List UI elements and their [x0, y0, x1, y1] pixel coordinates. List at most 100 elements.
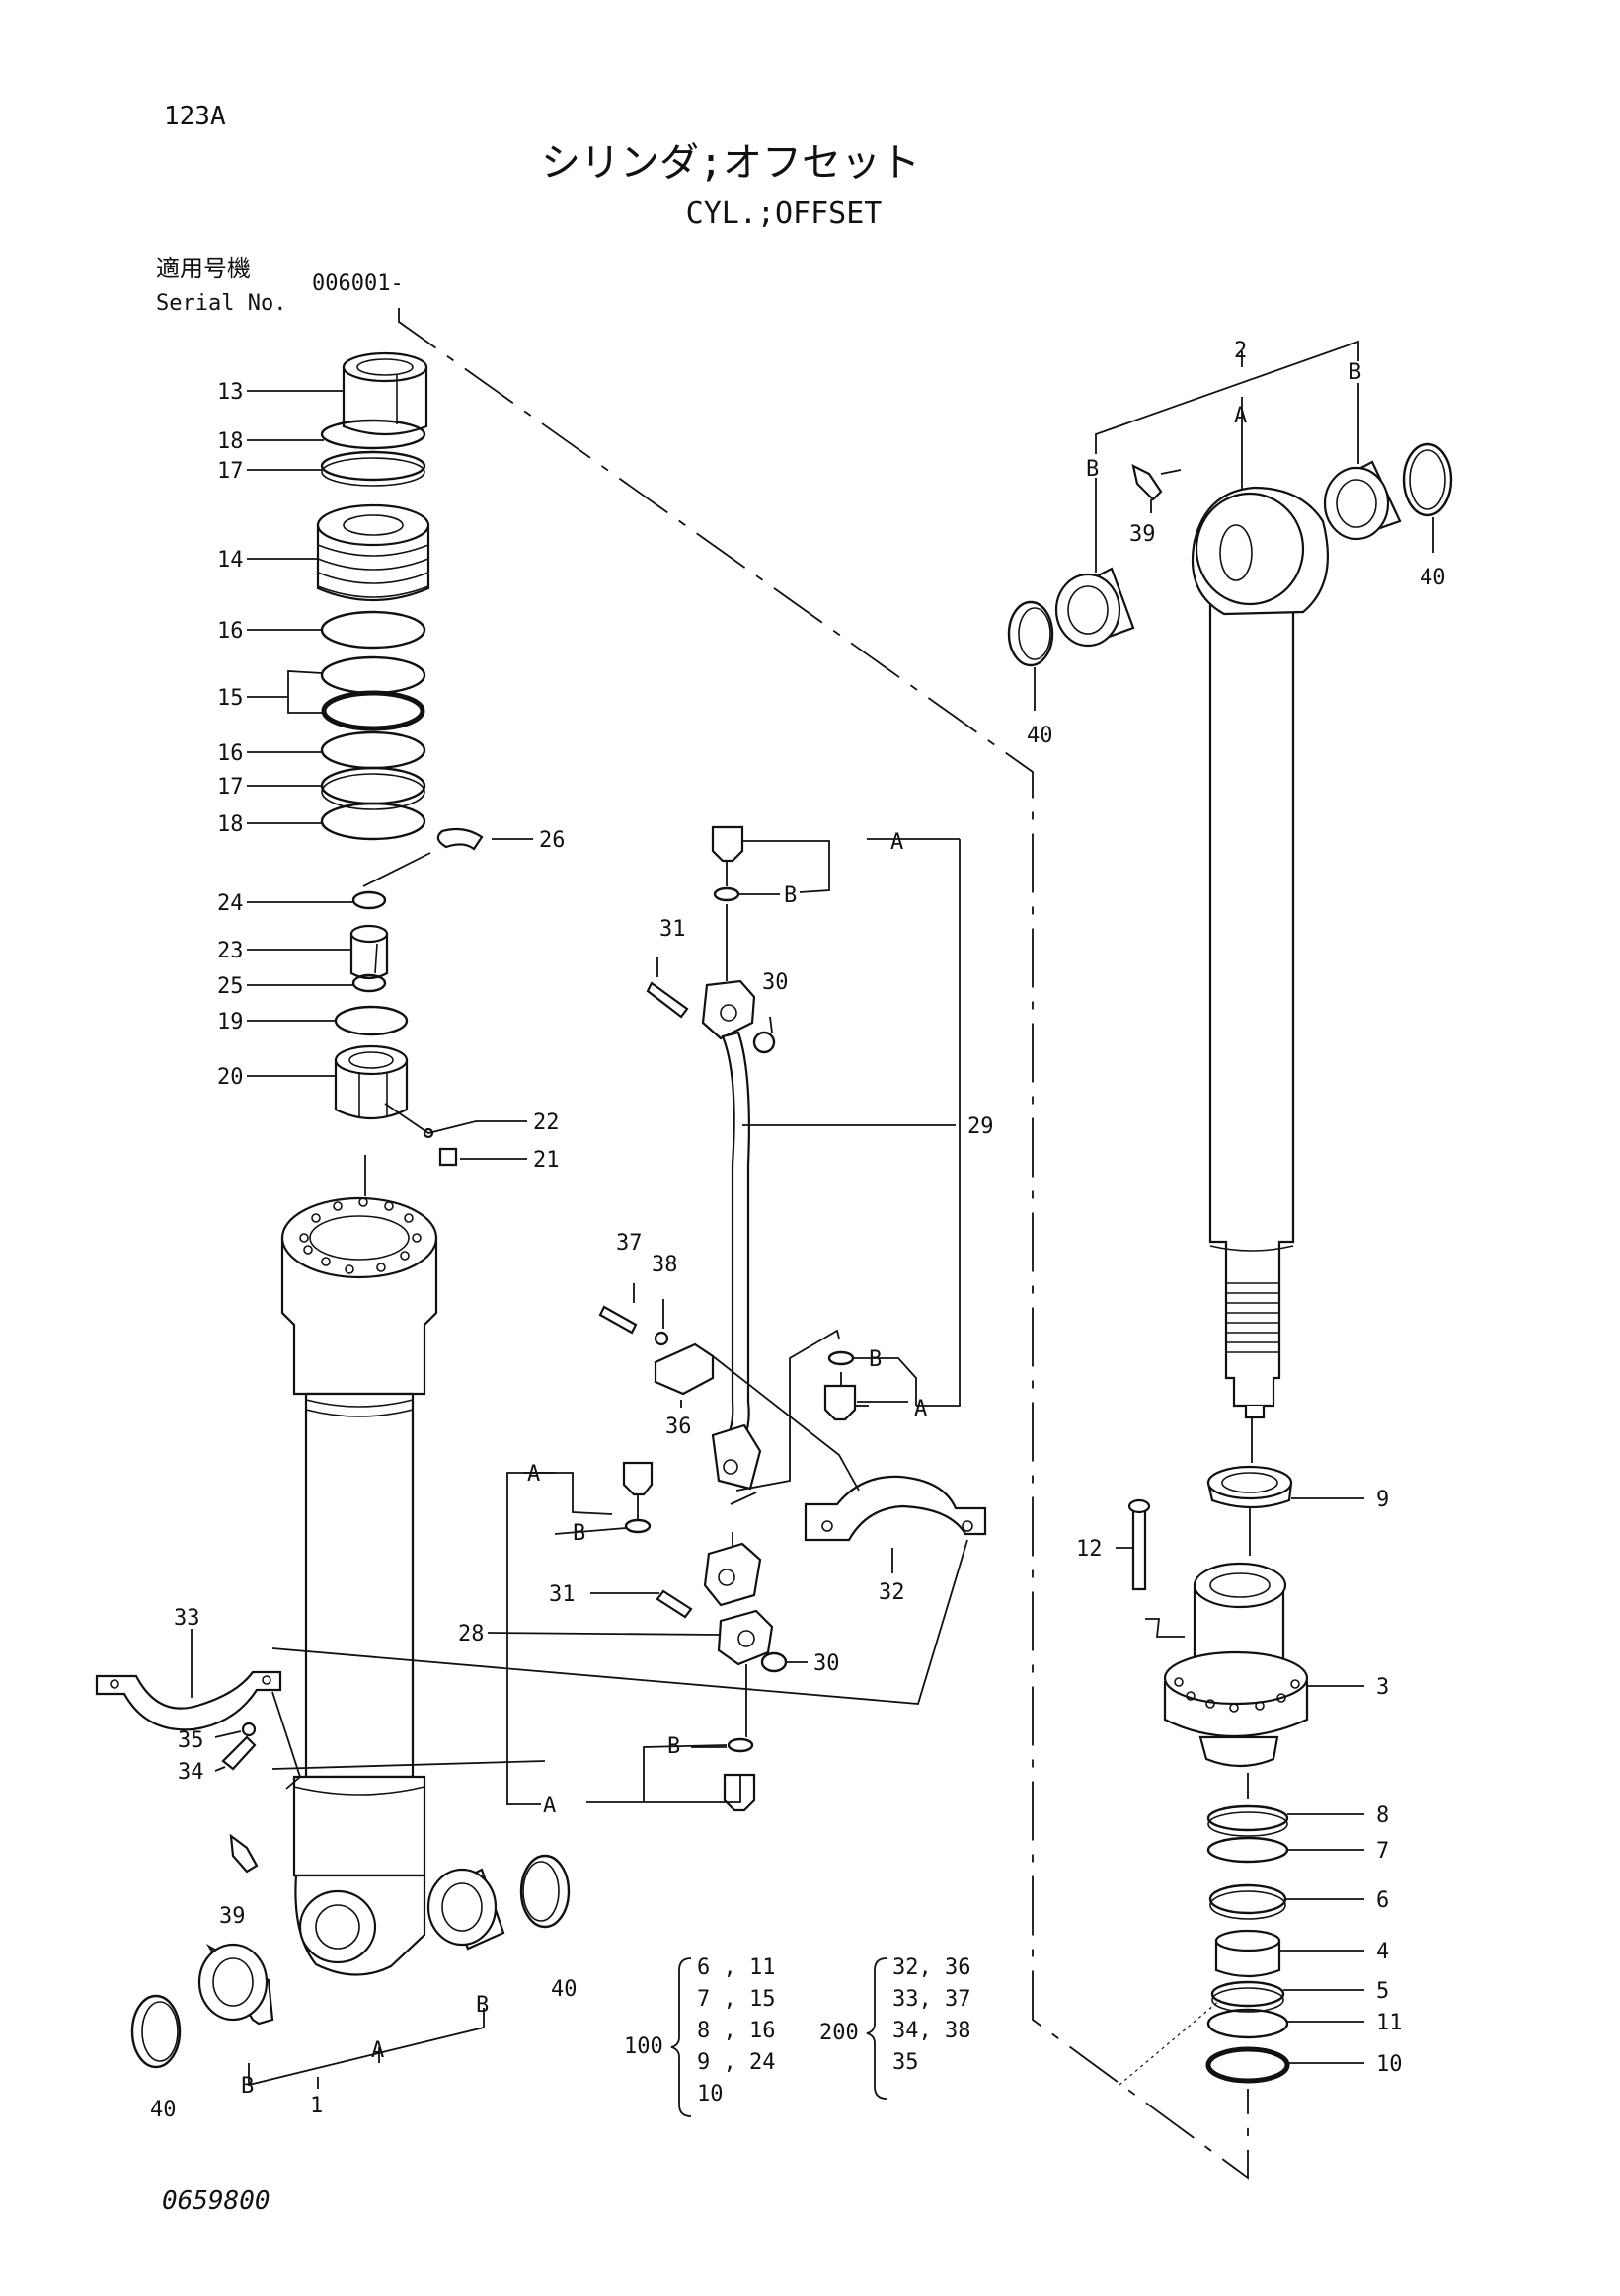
callout-24: 24: [217, 891, 244, 916]
part-13-bushing: [342, 351, 428, 436]
callout-5: 5: [1376, 1979, 1389, 2004]
part-17-ring: [320, 450, 426, 482]
part-6-ring: [1208, 1883, 1287, 1915]
part-15-ring-a: [320, 655, 426, 695]
part-7-ring: [1206, 1836, 1289, 1864]
callout-40-lower-left: 40: [150, 2098, 177, 2122]
kit-100-label: 100: [624, 2034, 663, 2059]
part-8-ring: [1206, 1804, 1289, 1832]
part-10-oring: [1205, 2046, 1290, 2084]
part-24-ring: [351, 890, 387, 910]
kit-100-line-5: 10: [697, 2082, 724, 2106]
part-bushing-rod-left: [1054, 567, 1135, 648]
callout-9: 9: [1376, 1488, 1389, 1512]
leader-lines: [191, 308, 1434, 2180]
callout-30-upper: 30: [762, 970, 789, 995]
part-37-bolt: [598, 1305, 638, 1335]
title-english: CYL.;OFFSET: [686, 196, 883, 231]
callout-8: 8: [1376, 1803, 1389, 1828]
letter-a-tube: A: [371, 2038, 384, 2063]
callout-15: 15: [217, 686, 244, 711]
part-4-bushing: [1214, 1929, 1281, 1978]
callout-17: 17: [217, 459, 244, 484]
part-25-ring: [351, 973, 387, 993]
letter-a-pipe-right: A: [914, 1397, 927, 1421]
callout-12: 12: [1076, 1537, 1103, 1562]
callout-40-lower-right: 40: [551, 1977, 578, 2002]
part-19-ring: [334, 1005, 409, 1036]
callout-30-lower: 30: [813, 1651, 840, 1676]
part-oring-right: [827, 1350, 855, 1366]
part-30-oring-upper: [752, 1031, 776, 1054]
kit-200-label: 200: [819, 2021, 859, 2045]
callout-16: 16: [217, 619, 244, 644]
letter-a-pipe-mid: A: [527, 1462, 540, 1487]
kit-100-line-1: 6 , 11: [697, 1955, 775, 1980]
callout-19: 19: [217, 1010, 244, 1034]
part-5-ring: [1210, 1980, 1285, 2008]
callout-40-upper-right: 40: [1420, 566, 1446, 590]
callout-39-lower: 39: [219, 1904, 246, 1929]
part-tee-fitting: [703, 1542, 762, 1607]
part-11-ring: [1206, 2008, 1289, 2039]
part-31-bolt-upper: [646, 981, 689, 1019]
callout-25: 25: [217, 974, 244, 999]
callout-14: 14: [217, 548, 244, 573]
callout-11: 11: [1376, 2011, 1403, 2035]
part-bushing-right: [426, 1868, 505, 1951]
part-28-flange: [717, 1609, 774, 1666]
part-plug-mid: [622, 1461, 654, 1496]
part-plug-bottom: [723, 1773, 756, 1812]
letter-a-pipe-top: A: [890, 830, 903, 855]
callout-10: 10: [1376, 2052, 1403, 2077]
callout-17-lower: 17: [217, 775, 244, 800]
part-14-piston: [316, 503, 430, 602]
part-30-oring-lower: [760, 1651, 788, 1673]
part-35-washer: [241, 1722, 257, 1737]
callout-7: 7: [1376, 1839, 1389, 1864]
part-2-piston-rod: [1191, 486, 1329, 1408]
kit-200-line-1: 32, 36: [892, 1955, 970, 1980]
part-18-ring-lower: [320, 802, 426, 841]
callout-31-lower: 31: [549, 1582, 576, 1607]
part-12-bolt: [1127, 1498, 1151, 1591]
callout-29: 29: [967, 1114, 994, 1139]
left-parts-stack: [95, 351, 571, 2069]
kit-100-list: 100 6 , 11 7 , 15 8 , 16 9 , 24 10: [624, 1955, 775, 2117]
callout-3: 3: [1376, 1675, 1389, 1700]
callout-40-upper-left: 40: [1027, 724, 1053, 748]
part-23-collar: [349, 924, 389, 980]
callout-36: 36: [665, 1415, 692, 1439]
kit-100-line-4: 9 , 24: [697, 2050, 775, 2075]
callout-39-upper: 39: [1129, 522, 1156, 547]
letter-b-pipe-bottom: B: [667, 1734, 680, 1759]
part-3-rod-cover: [1163, 1562, 1309, 1768]
part-plug-top: [711, 825, 744, 863]
kit-200-line-3: 34, 38: [892, 2019, 970, 2043]
part-9-seal: [1206, 1465, 1293, 1509]
part-32-band: [804, 1475, 987, 1542]
part-18-ring: [320, 419, 426, 450]
callout-28: 28: [458, 1622, 485, 1646]
callout-21: 21: [533, 1148, 560, 1173]
callout-13: 13: [217, 380, 244, 405]
callout-35: 35: [178, 1728, 204, 1753]
letter-b-pipe-right: B: [869, 1347, 882, 1372]
callout-numbers: 13 18 17 14 16 15 16 17 18 26 24 23 25 1…: [150, 339, 1446, 2122]
part-16-ring-upper: [320, 610, 426, 650]
part-20-nut: [334, 1044, 409, 1119]
callout-38: 38: [652, 1253, 678, 1277]
letter-b-rod-right: B: [1349, 360, 1361, 385]
kit-200-line-4: 35: [892, 2050, 919, 2075]
part-40-seal-upper-right: [1402, 442, 1453, 517]
letter-a-pipe-bottom: A: [543, 1794, 556, 1818]
kit-200-list: 200 32, 36 33, 37 34, 38 35: [819, 1955, 970, 2100]
callout-37: 37: [616, 1231, 643, 1256]
part-collar-lower: [1244, 1406, 1266, 1419]
part-39-grease-fitting-upper: [1131, 463, 1163, 501]
drawing-number: 0659800: [162, 2186, 270, 2216]
letter-a-rod: A: [1234, 404, 1247, 428]
callout-33: 33: [174, 1606, 200, 1631]
part-39-grease-fitting-lower: [229, 1833, 259, 1874]
